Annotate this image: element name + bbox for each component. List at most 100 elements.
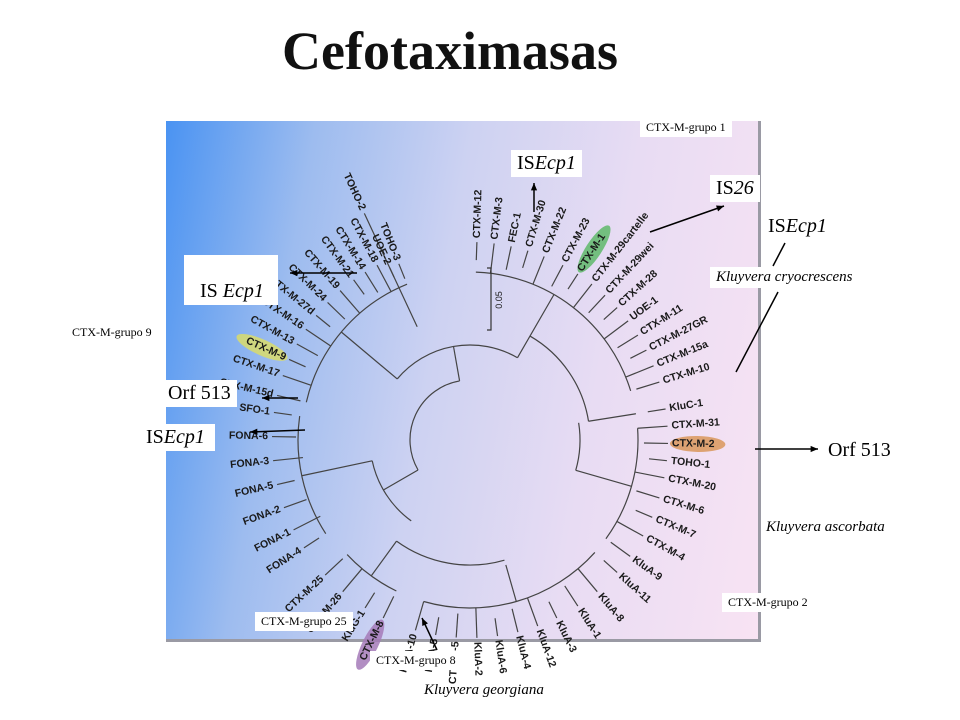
- arc-outgroup-join: [371, 460, 412, 522]
- phylogenetic-tree-panel: [166, 121, 761, 642]
- branch-ctx-m-18: [376, 264, 392, 292]
- arrow-to-isecp1-top-head: [530, 183, 538, 191]
- leaf-label: KluA-1: [575, 606, 604, 641]
- arrow-to-orf513-left-head: [262, 394, 270, 402]
- scale-bar-label: 0.05: [494, 291, 504, 309]
- callout-orf513-right: Orf 513: [822, 437, 897, 464]
- branch-ctx-m-25: [324, 558, 344, 576]
- branch-klua-6: [494, 618, 499, 637]
- arc-kluc: [529, 335, 590, 422]
- clade-stem-grupo8-25: [370, 540, 398, 577]
- branch-klua-9: [610, 541, 631, 557]
- leaf-label: KluA-9: [630, 554, 665, 584]
- leaf-label: CTX-M-3: [488, 196, 505, 240]
- clade-stem-grupo9: [340, 331, 398, 380]
- branch-fona-1: [293, 515, 321, 531]
- branch-ctx-m-1: [567, 273, 579, 290]
- branch-ctx-m-19: [339, 290, 361, 314]
- root-arc: [409, 380, 460, 471]
- branch-ctx-m-10: [636, 381, 660, 390]
- branch-toho-3: [398, 263, 406, 279]
- callout-isecp1-left-lower: ISEcp1: [140, 424, 215, 451]
- branch-ctx-m-26: [342, 568, 363, 593]
- leaf-label: TOHO-2: [341, 171, 369, 212]
- leaf-label: CTX-M-2: [672, 437, 715, 450]
- branch-fec-1: [505, 246, 512, 270]
- leaf-label: FONA-5: [234, 479, 275, 500]
- arrow-to-is26-head: [716, 205, 724, 212]
- callout-isecp1-left-lower-prefix: IS: [146, 426, 164, 448]
- branch-ctx-m-29cartelle: [572, 283, 593, 308]
- leaf-label: KluA-6: [492, 639, 509, 674]
- arrow-to-orf513-right-head: [810, 445, 818, 453]
- branch-ctx-m-17: [282, 374, 312, 386]
- highlight-ctx-m-9: [236, 333, 288, 361]
- clade-arc-klua: [423, 552, 596, 609]
- callout-isecp1-right-suffix: Ecp1: [785, 215, 827, 237]
- branch-ctx-m-16: [305, 328, 332, 347]
- branch-ctx-m-9: [288, 358, 306, 368]
- branch-ctx-m-23: [551, 264, 564, 287]
- callout-isecp1-left-lower-suffix: Ecp1: [163, 426, 205, 448]
- branch-klua-4: [511, 608, 519, 633]
- leaf-label: CTX-M-7: [654, 513, 698, 541]
- leaf-label: FEC-1: [506, 211, 524, 243]
- callout-is26-suffix: 26: [733, 177, 754, 199]
- arc-lower-join: [396, 540, 505, 566]
- leaf-label: CTX-M-20: [667, 472, 717, 493]
- branch-klua-5: [435, 617, 440, 636]
- branch-toho-1: [648, 458, 667, 462]
- leaf-label: TOHO-1: [670, 455, 711, 471]
- callout-is26: IS26: [710, 175, 760, 202]
- branch-fona-4: [303, 537, 320, 549]
- leaf-label: KluA-2: [471, 642, 484, 676]
- branch-ctx-m-20: [634, 471, 665, 479]
- callout-isecp1-top: ISEcp1: [511, 150, 582, 177]
- group-label-grupo1: CTX-M-grupo 1: [640, 118, 732, 137]
- clade-arc-grupo8-25: [346, 554, 397, 592]
- branch-ctx-m-14: [364, 271, 379, 293]
- species-kluyvera-ascorbata: Kluyvera ascorbata: [766, 519, 885, 535]
- arrow-to-isecp1-left-lower-head: [250, 428, 258, 435]
- branch-ctx-m-6: [636, 490, 660, 499]
- branch-ctx-m-24: [327, 302, 346, 320]
- branch-ctx-m-12: [475, 242, 478, 261]
- leaf-label: CTX-M-12: [471, 189, 485, 238]
- species-kluyvera-cryocrescens: Kluyvera cryocrescens: [710, 267, 859, 288]
- arrow-to-isecp1-left-upper-head: [290, 269, 298, 277]
- branch-ctx-m-31: [637, 425, 668, 429]
- branch-klua-11: [603, 559, 618, 573]
- highlight-ctx-m-2: [669, 435, 726, 452]
- connector-isecp1-cryocrescens: [772, 242, 786, 267]
- leaf-label: FONA-4: [264, 545, 303, 576]
- branch-ctx-m-4: [616, 520, 644, 537]
- leaf-label: KluA-12: [534, 628, 559, 670]
- branch-uoe-1: [603, 320, 629, 340]
- clade-arc-grupo9: [305, 283, 408, 403]
- arrow-to-is26: [649, 205, 725, 233]
- clade-stem-fona: [301, 460, 373, 477]
- root-branch-lower: [383, 469, 419, 491]
- leaf-label: CTX-M-31: [671, 416, 720, 431]
- highlight-ctx-m-8: [356, 619, 385, 670]
- clade-arc-grupo1: [475, 271, 632, 392]
- clade-stem-grupo1: [516, 294, 555, 359]
- branch-klug-1: [364, 592, 376, 609]
- group-label-grupo9: CTX-M-grupo 9: [66, 323, 152, 342]
- callout-is26-prefix: IS: [716, 177, 734, 199]
- branch-ctx-m-5: [455, 613, 459, 638]
- callout-orf513-left: Orf 513: [162, 380, 237, 407]
- scale-bar: 0.05: [487, 267, 504, 331]
- leaf-label: KluC-1: [669, 397, 704, 414]
- group-label-grupo25: CTX-M-grupo 25: [255, 612, 353, 631]
- callout-isecp1-left-upper-suffix: Ecp1: [222, 280, 264, 302]
- branch-ctx-m-8: [382, 596, 395, 619]
- clade-stem-grupo2: [575, 469, 632, 487]
- branch-ctx-m-28: [603, 307, 618, 321]
- callout-isecp1-left-upper-prefix: IS: [200, 280, 223, 302]
- branch-ctx-m-22: [532, 256, 545, 285]
- arc-g2-join: [575, 422, 581, 471]
- arrow-to-ctx-m-8-head: [422, 618, 428, 626]
- leaf-label: SFO-1: [239, 401, 271, 417]
